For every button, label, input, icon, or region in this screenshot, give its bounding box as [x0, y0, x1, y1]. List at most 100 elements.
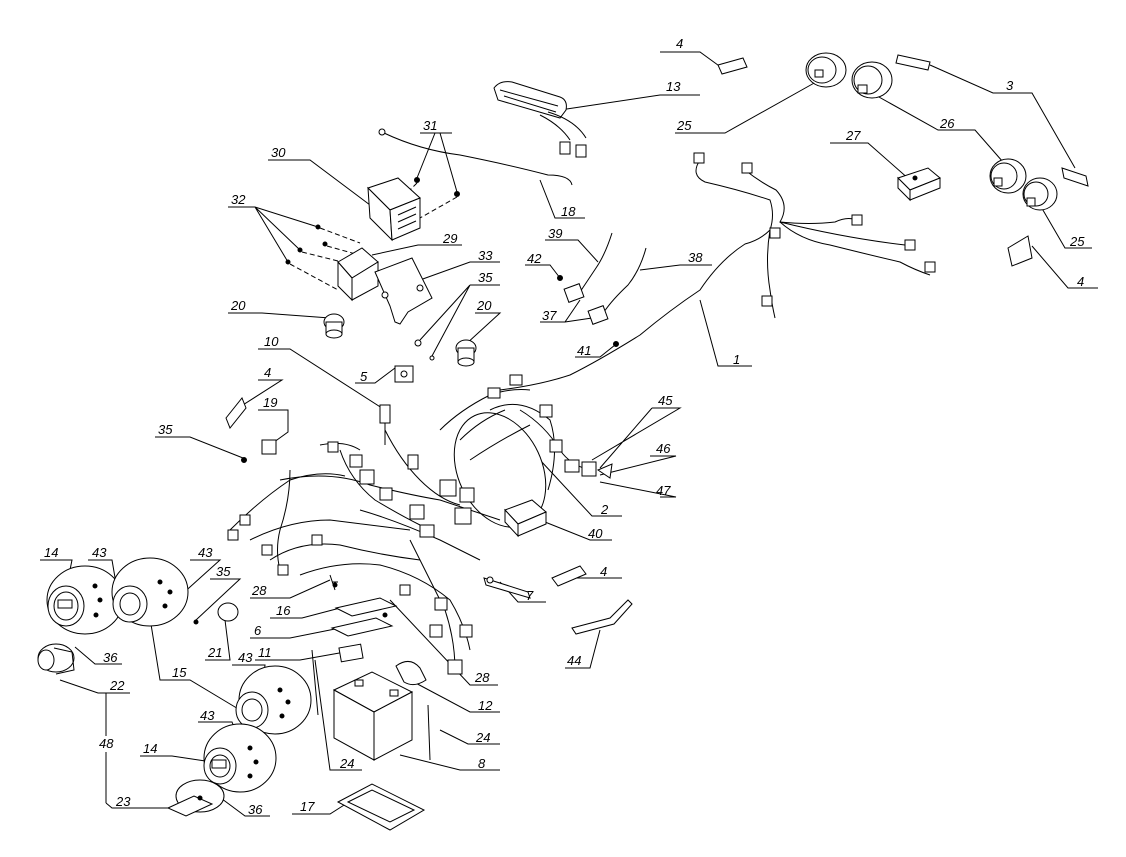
- part-21: [217, 602, 239, 622]
- callout-4-low: 4: [600, 564, 607, 579]
- callout-15: 15: [172, 665, 187, 680]
- callout-31: 31: [423, 118, 437, 133]
- lamp-14-top: [46, 565, 124, 635]
- callout-16: 16: [276, 603, 291, 618]
- headlight-25-right: [1022, 177, 1058, 211]
- harness-1: [499, 152, 936, 391]
- callout-2: 2: [600, 502, 609, 517]
- callout-28-a: 28: [251, 583, 267, 598]
- callout-43-b: 43: [198, 545, 213, 560]
- decal-4-top: [717, 57, 748, 75]
- decal-4-right: [1007, 235, 1033, 267]
- part-11: [338, 643, 364, 663]
- part-12: [395, 661, 427, 686]
- callout-38: 38: [688, 250, 703, 265]
- connector-10: [379, 404, 391, 445]
- callout-43-c: 43: [238, 650, 253, 665]
- relay-27: [897, 167, 941, 202]
- callout-45: 45: [658, 393, 673, 408]
- callout-32: 32: [231, 192, 246, 207]
- callout-35-mid: 35: [478, 270, 493, 285]
- lamp-43-middle: [235, 665, 312, 735]
- callout-14-low: 14: [143, 741, 157, 756]
- callout-43-d: 43: [200, 708, 215, 723]
- callout-21: 21: [207, 645, 222, 660]
- callout-47: 47: [656, 483, 671, 498]
- callout-20-left: 20: [230, 298, 246, 313]
- cable-39: [579, 232, 613, 293]
- callout-33: 33: [478, 248, 493, 263]
- lamp-23-36: [166, 779, 225, 817]
- callout-18: 18: [561, 204, 576, 219]
- lamp-14-low: [203, 723, 277, 793]
- cable-18: [383, 132, 573, 186]
- headlight-26-right: [989, 158, 1027, 194]
- callout-4-left: 4: [264, 365, 271, 380]
- instrument-cluster-13: [493, 81, 587, 158]
- decal-3-top: [895, 54, 931, 71]
- callout-11: 11: [258, 645, 272, 660]
- callout-35-low: 35: [216, 564, 231, 579]
- callout-24-left: 24: [339, 756, 354, 771]
- control-unit-30: [367, 177, 421, 242]
- callout-25-right: 25: [1069, 234, 1085, 249]
- callout-labels: 4 13 25 3 26 2 7 25 4 31 30 18 32 29 39 3…: [44, 36, 1085, 817]
- callout-24-right: 24: [475, 730, 490, 745]
- parts-45-47: [564, 459, 613, 479]
- callout-25-top: 25: [676, 118, 692, 133]
- callout-44: 44: [567, 653, 581, 668]
- switch-5: [394, 365, 414, 383]
- callout-43-a: 43: [92, 545, 107, 560]
- plate-16: [334, 597, 398, 617]
- battery-8: [332, 671, 414, 761]
- callout-29: 29: [442, 231, 457, 246]
- plate-6: [330, 617, 394, 637]
- callout-39: 39: [548, 226, 562, 241]
- headlight-25-top: [805, 52, 847, 88]
- parts: [37, 52, 1089, 831]
- callout-7: 7: [526, 588, 534, 603]
- callout-30: 30: [271, 145, 286, 160]
- callout-6: 6: [254, 623, 262, 638]
- leader-lines: [40, 51, 1098, 817]
- strap-24-right: [427, 704, 431, 761]
- callout-3: 3: [1006, 78, 1014, 93]
- bracket-33: [374, 257, 433, 325]
- callout-4-right: 4: [1077, 274, 1084, 289]
- strap-24-left: [311, 649, 319, 716]
- decal-3-bottom: [1061, 167, 1089, 187]
- callout-35-left: 35: [158, 422, 173, 437]
- main-harness-2: [227, 374, 591, 675]
- tray-17: [336, 783, 426, 831]
- callout-22: 22: [109, 678, 125, 693]
- decal-4-low: [551, 565, 587, 587]
- callout-13: 13: [666, 79, 681, 94]
- callout-5: 5: [360, 369, 368, 384]
- callout-36-low: 36: [248, 802, 263, 817]
- callout-37: 37: [542, 308, 557, 323]
- callout-42: 42: [527, 251, 542, 266]
- bracket-7: [483, 577, 531, 599]
- decal-4-left: [225, 397, 247, 429]
- callout-8: 8: [478, 756, 486, 771]
- headlight-26-top: [851, 61, 893, 99]
- callout-10: 10: [264, 334, 279, 349]
- callout-19: 19: [263, 395, 277, 410]
- callout-36-top: 36: [103, 650, 118, 665]
- callout-41: 41: [577, 343, 591, 358]
- callout-28-b: 28: [474, 670, 490, 685]
- lamp-43-top: [111, 557, 189, 627]
- relay-19: [261, 439, 277, 455]
- callout-14-top: 14: [44, 545, 58, 560]
- part-28: [329, 574, 338, 591]
- callout-17: 17: [300, 799, 315, 814]
- callout-4-top: 4: [676, 36, 683, 51]
- callout-12: 12: [478, 698, 493, 713]
- fuse-box-40: [504, 499, 547, 538]
- cable-38: [603, 247, 647, 313]
- callout-26: 26: [939, 116, 955, 131]
- callout-23: 23: [115, 794, 131, 809]
- callout-46: 46: [656, 441, 671, 456]
- part-20-left: [323, 313, 345, 339]
